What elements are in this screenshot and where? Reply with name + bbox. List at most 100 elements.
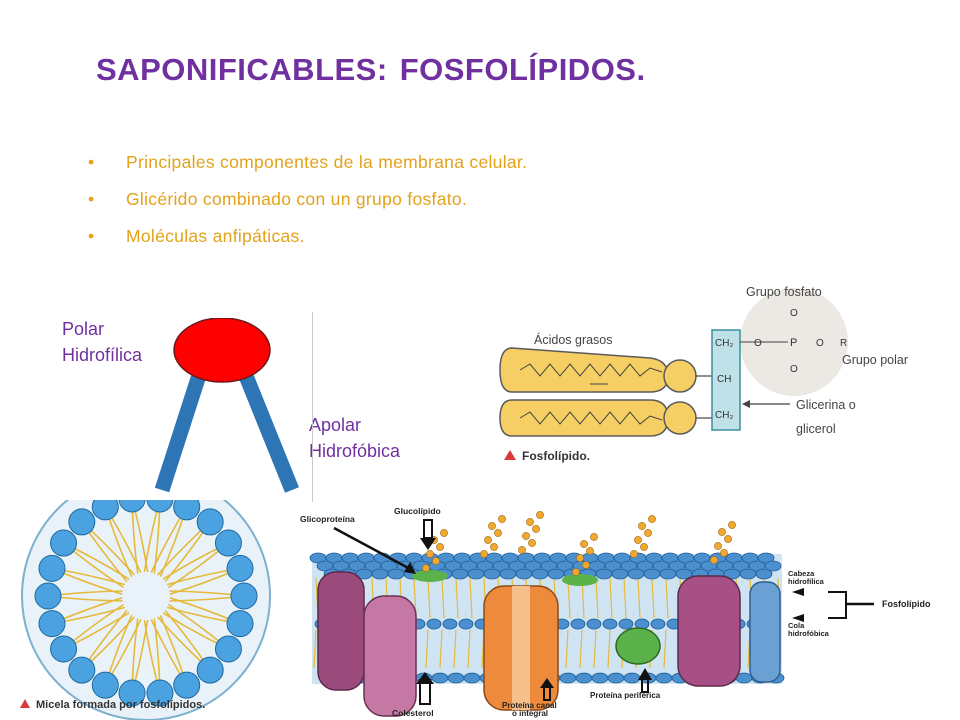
membrane-head xyxy=(371,568,389,580)
membrane-tail xyxy=(469,577,473,619)
lipid-head xyxy=(91,671,119,699)
membrane-head xyxy=(650,618,666,630)
periferica-arrowhead xyxy=(638,668,652,680)
atom-ch2-top: CH₂ xyxy=(715,338,733,349)
hydrophobic-text: Hidrofóbica xyxy=(309,441,401,461)
apolar-text: Apolar xyxy=(309,415,362,435)
cabeza-arrowhead xyxy=(792,588,804,596)
title-part-1: SAPONIFICABLES: xyxy=(96,52,388,87)
membrane-head xyxy=(531,568,549,580)
sugar-unit xyxy=(718,528,726,536)
membrane-tail xyxy=(441,577,445,619)
lipid-head xyxy=(38,554,66,582)
micelle-caption: Micela formada por fosfolípidos. xyxy=(36,699,205,711)
glicerina-label-2: glicerol xyxy=(796,422,836,436)
lipid-head xyxy=(146,500,174,513)
lipid-head xyxy=(118,679,146,707)
membrane-head xyxy=(458,618,474,630)
phospholipid-figure: Grupo fosfato Ácidos grasos CH₂ CH CH₂ O… xyxy=(499,285,908,463)
bullet-item: •Moléculas anfipáticas. xyxy=(88,226,527,263)
lipid-head xyxy=(50,529,78,557)
lipid-head xyxy=(173,671,201,699)
phospholipid-caption: Fosfolípido. xyxy=(522,449,590,463)
canal-label-1: Proteína canal xyxy=(502,701,557,710)
sugar-unit xyxy=(490,543,498,551)
molecule-diagram xyxy=(154,318,299,493)
divider-line xyxy=(312,312,313,502)
lipid-head xyxy=(91,500,119,521)
sugar-unit xyxy=(576,554,584,562)
membrane-tail xyxy=(595,577,599,619)
glycerol-box xyxy=(711,329,741,431)
glicoproteina-arrowhead xyxy=(404,562,416,574)
membrane-head xyxy=(463,672,481,684)
polar-label: Polar Hidrofílica xyxy=(62,316,142,368)
membrane-head xyxy=(739,568,757,580)
bullet-text: Glicérido combinado con un grupo fosfato… xyxy=(126,189,468,209)
sugar-unit xyxy=(644,529,652,537)
molecule-tail-right xyxy=(235,363,299,493)
membrane-head xyxy=(570,618,586,630)
sugar-unit xyxy=(590,533,598,541)
sugar-unit xyxy=(586,547,594,555)
membrane-head xyxy=(575,672,593,684)
sugar-unit xyxy=(522,532,530,540)
lipid-head xyxy=(38,610,66,638)
membrane-head xyxy=(607,672,625,684)
lipid-head xyxy=(68,656,96,684)
membrane-head xyxy=(618,618,634,630)
lipid-head xyxy=(196,508,224,536)
membrane-head xyxy=(515,568,533,580)
ester-ring-lower xyxy=(663,401,697,435)
atom-o-right: O xyxy=(816,338,824,349)
membrane-head xyxy=(467,568,485,580)
glicoproteina-label: Glicoproteína xyxy=(300,514,355,524)
atom-o-bottom: O xyxy=(790,364,798,375)
sugar-unit xyxy=(720,549,728,557)
membrane-head xyxy=(426,618,442,630)
membrane-tail xyxy=(467,629,471,669)
membrane-tail xyxy=(455,577,459,619)
phosphate-group-bg xyxy=(740,288,848,396)
membrane-head xyxy=(559,672,577,684)
cabeza-label-2: hidrofílica xyxy=(788,577,825,586)
sugar-unit xyxy=(494,529,502,537)
lipid-head xyxy=(226,610,254,638)
membrane-head xyxy=(586,618,602,630)
grupo-polar-label: Grupo polar xyxy=(842,353,908,367)
membrane-head xyxy=(623,672,641,684)
lipid-head xyxy=(146,679,174,707)
membrane-tail xyxy=(427,577,431,619)
sugar-unit xyxy=(714,542,722,550)
sugar-unit xyxy=(436,543,444,551)
bullet-dot: • xyxy=(88,226,95,246)
atom-o-top: O xyxy=(790,308,798,319)
atom-ch: CH xyxy=(717,374,731,385)
membrane-head xyxy=(655,672,673,684)
membrane-head xyxy=(659,568,677,580)
sugar-unit xyxy=(572,568,580,576)
membrane-tail xyxy=(579,629,583,669)
membrane-figure: Glicoproteína Glucolípido Cabeza hidrofí… xyxy=(300,506,931,718)
membrane-tail xyxy=(565,629,569,669)
molecule-polar-head xyxy=(173,318,271,383)
membrane-tail xyxy=(665,577,669,619)
bullet-item: •Principales componentes de la membrana … xyxy=(88,152,527,189)
title-part-2: FOSFOLÍPIDOS. xyxy=(399,52,646,87)
fosfolipido-label: Fosfolípido xyxy=(882,599,931,609)
micelle-figure: Micela formada por fosfolípidos. xyxy=(20,500,271,720)
cola-label-1: Cola xyxy=(788,621,805,630)
hydrophilic-text: Hidrofílica xyxy=(62,345,143,365)
sugar-unit xyxy=(518,546,526,554)
lipid-head xyxy=(214,635,242,663)
lipid-head xyxy=(173,500,201,521)
membrane-tail xyxy=(453,629,457,669)
sugar-unit xyxy=(484,536,492,544)
membrane-head xyxy=(431,672,449,684)
sugar-unit xyxy=(526,518,534,526)
micelle-lipids xyxy=(34,500,258,707)
sugar-unit xyxy=(426,550,434,558)
bullet-dot: • xyxy=(88,189,95,209)
membrane-head xyxy=(387,568,405,580)
acidos-grasos-label: Ácidos grasos xyxy=(534,332,613,347)
